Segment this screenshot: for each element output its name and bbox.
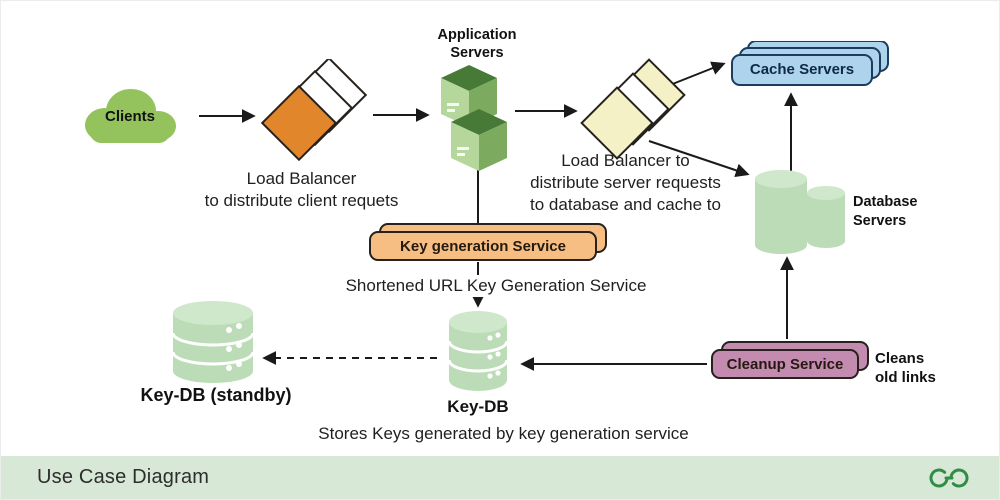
key-generation-service-label: Key generation Service bbox=[369, 231, 597, 261]
clients-cloud-icon bbox=[85, 89, 176, 143]
lb2-caption: Load Balancer to distribute server reque… bbox=[530, 151, 721, 214]
connector-layer bbox=[199, 61, 798, 371]
server-load-balancer-icon bbox=[580, 58, 686, 160]
key-db-icon bbox=[447, 311, 509, 391]
key-db-standby-icon bbox=[171, 301, 255, 383]
application-servers-icon bbox=[441, 65, 507, 171]
cleanup-service-label: Cleanup Service bbox=[711, 349, 859, 379]
client-load-balancer-icon bbox=[260, 59, 368, 162]
key-generation-caption: Shortened URL Key Generation Service bbox=[301, 275, 691, 297]
footer-bar: Use Case Diagram bbox=[1, 456, 999, 499]
cache-servers-stack-icon bbox=[731, 41, 889, 86]
cleanup-caption: Cleans old links bbox=[875, 350, 936, 386]
footer-title: Use Case Diagram bbox=[37, 466, 210, 488]
application-servers-label: Application Servers bbox=[437, 27, 517, 61]
cleanup-service-badge: Cleanup Service bbox=[711, 341, 871, 383]
key-generation-service-badge: Key generation Service bbox=[369, 223, 609, 265]
lb1-caption: Load Balancer to distribute client reque… bbox=[204, 169, 399, 210]
key-db-caption: Stores Keys generated by key generation … bbox=[318, 424, 689, 443]
cache-servers-label: Cache Servers bbox=[749, 61, 855, 78]
database-servers-icon bbox=[755, 170, 845, 254]
clients-label: Clients bbox=[104, 108, 155, 125]
arrow-lb2-to-cache bbox=[664, 61, 726, 88]
arrow-lb2-to-database bbox=[648, 140, 750, 178]
key-db-standby-label: Key-DB (standby) bbox=[140, 385, 292, 405]
key-db-label: Key-DB bbox=[447, 397, 509, 416]
database-servers-label: Database Servers bbox=[853, 194, 918, 229]
geeksforgeeks-logo bbox=[929, 468, 969, 487]
